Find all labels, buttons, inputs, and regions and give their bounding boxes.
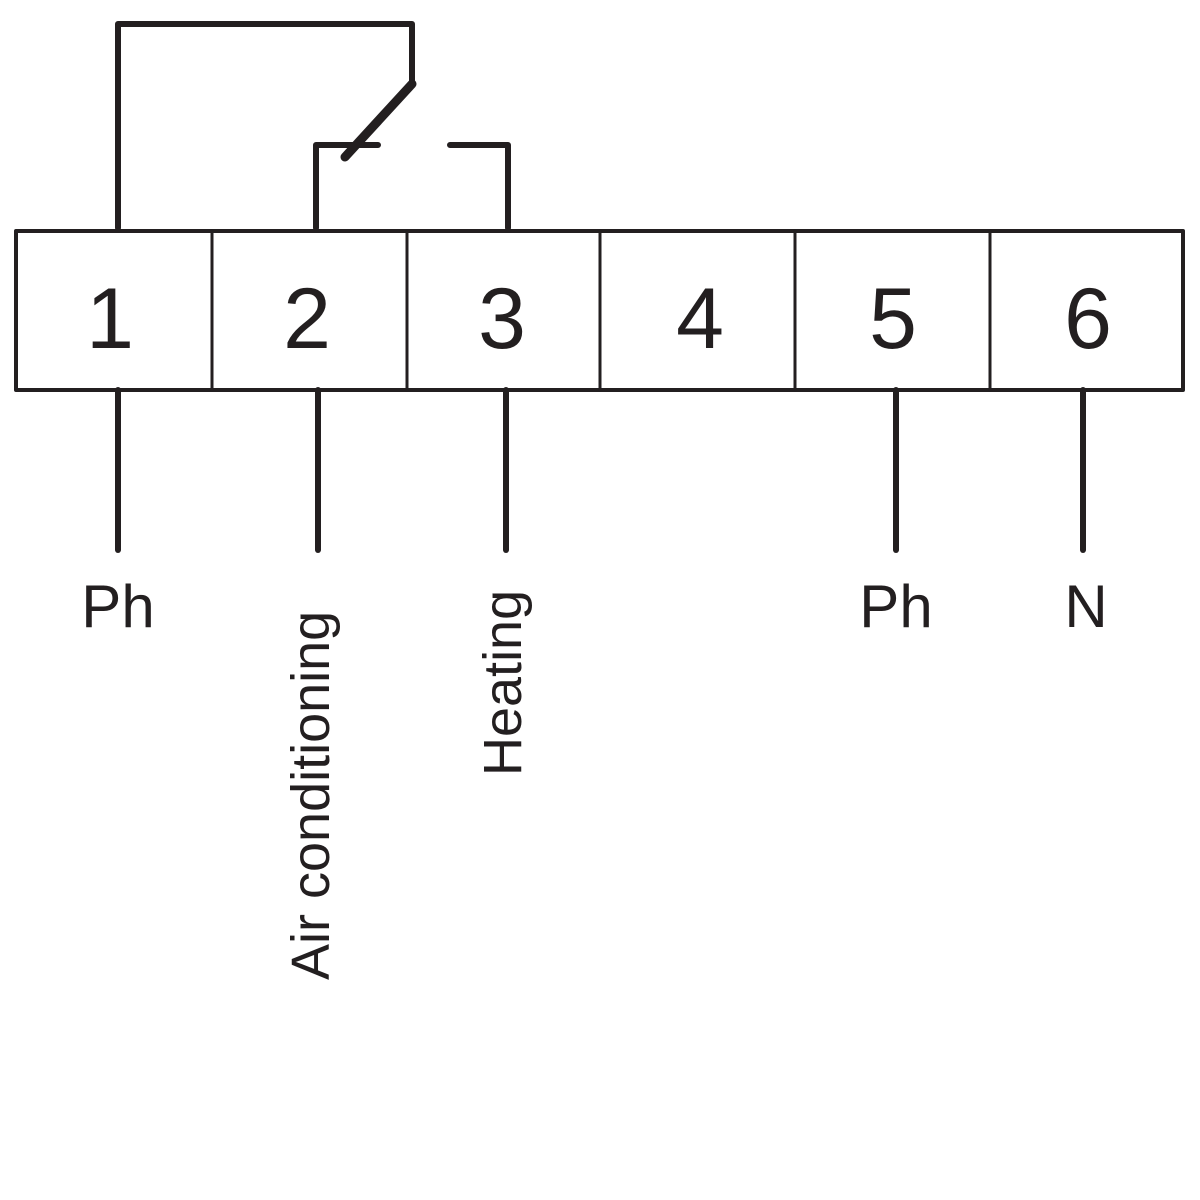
label-heating: Heating bbox=[473, 590, 533, 776]
terminal-number-1: 1 bbox=[86, 271, 134, 367]
terminal-number-2: 2 bbox=[283, 271, 331, 367]
contact-3-wire bbox=[447, 142, 511, 231]
jumper-wire-1-to-switch bbox=[115, 21, 415, 231]
label-phase-1: Ph bbox=[81, 573, 154, 640]
label-phase-5: Ph bbox=[859, 573, 932, 640]
label-neutral-6: N bbox=[1064, 573, 1107, 640]
terminal-number-4: 4 bbox=[676, 271, 724, 367]
terminal-number-6: 6 bbox=[1064, 271, 1112, 367]
terminal-number-5: 5 bbox=[869, 271, 917, 367]
label-air-conditioning: Air conditioning bbox=[281, 611, 341, 980]
terminal-number-3: 3 bbox=[478, 271, 526, 367]
contact-2-wire bbox=[313, 142, 381, 231]
